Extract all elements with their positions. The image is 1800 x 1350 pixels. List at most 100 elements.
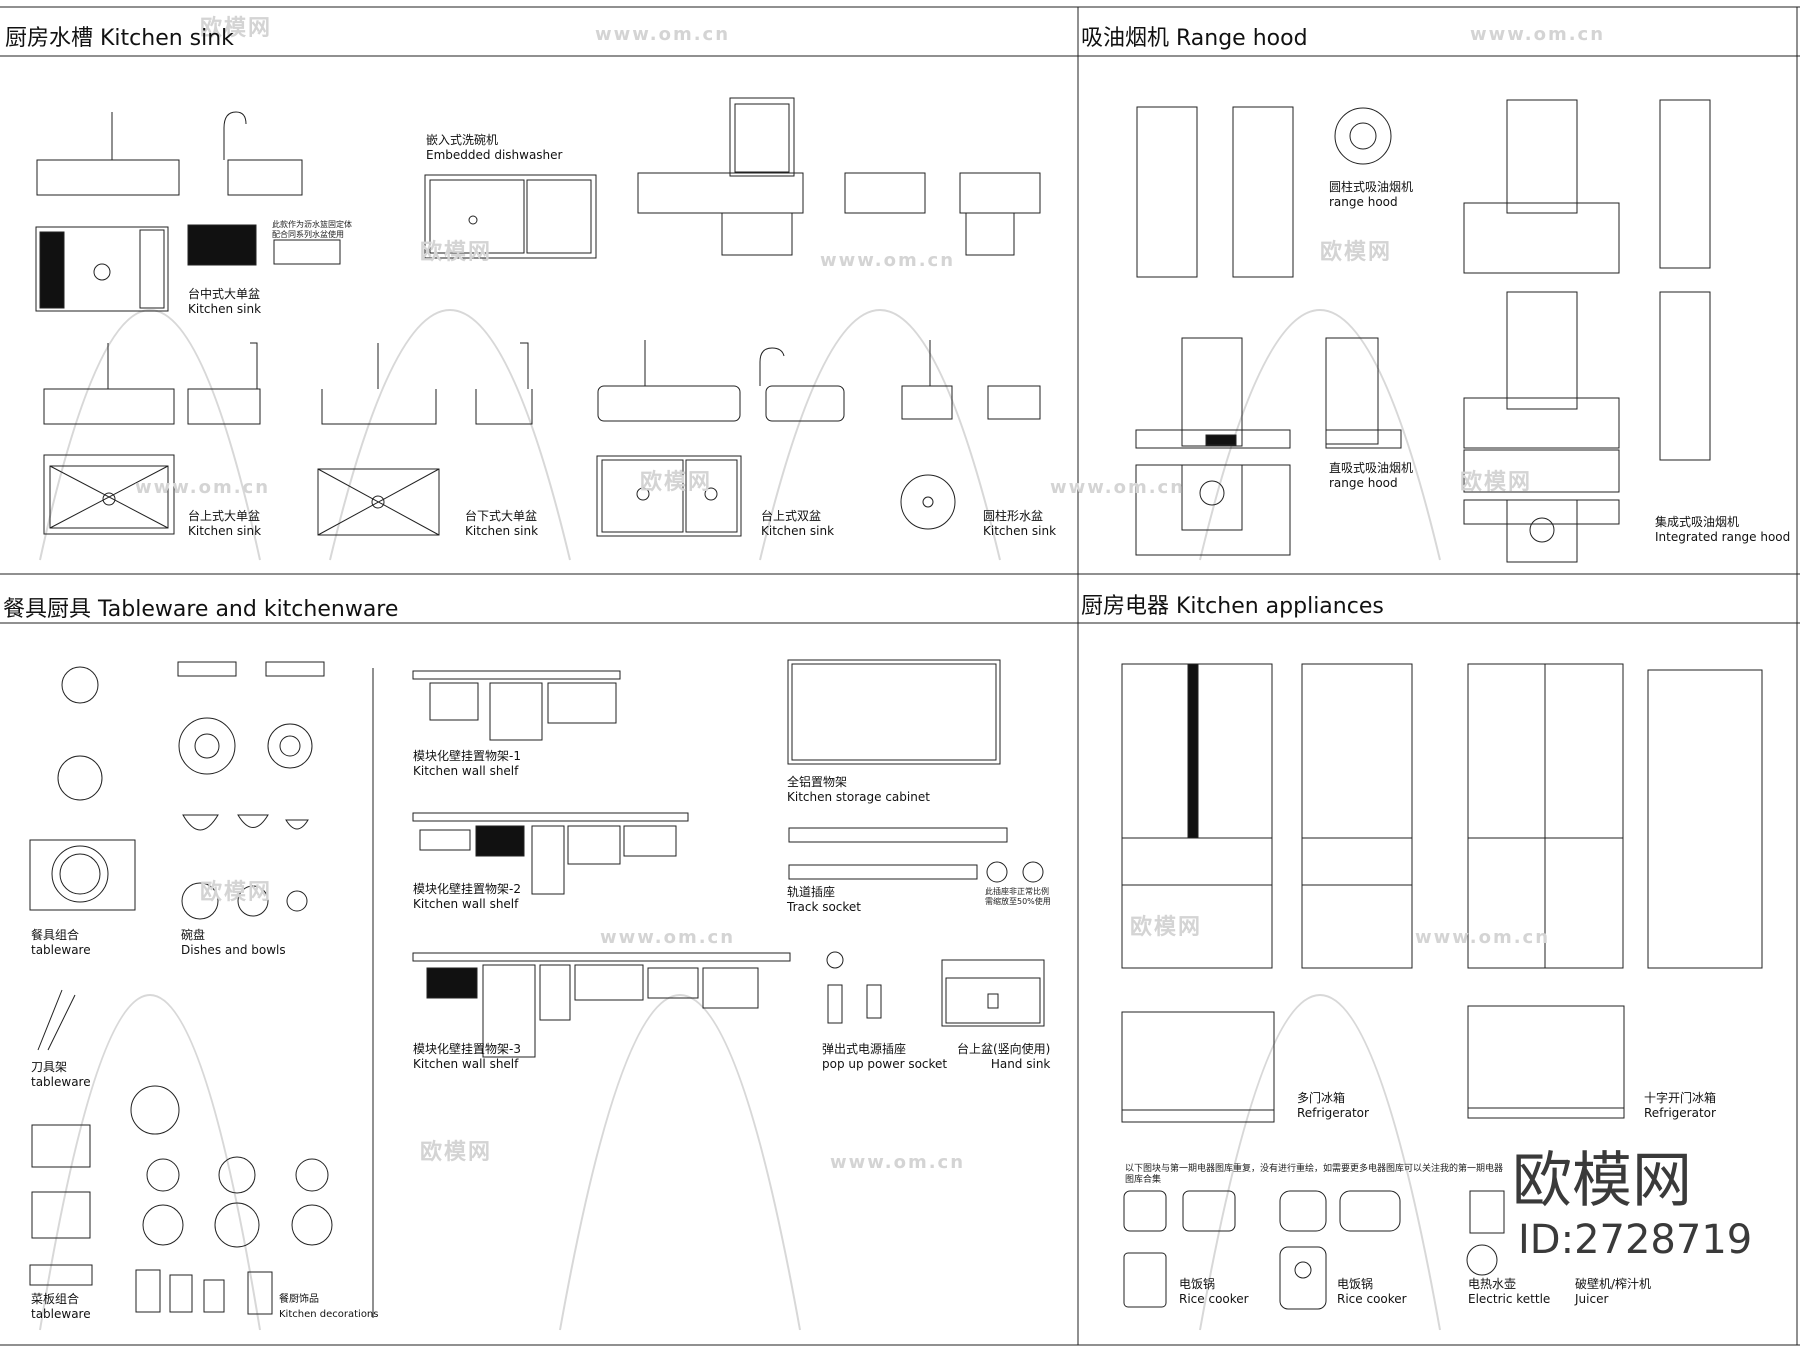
- label-en: Kitchen wall shelf: [413, 897, 519, 911]
- watermark-url: www.om.cn: [1415, 927, 1551, 948]
- label-en: Integrated range hood: [1655, 530, 1791, 544]
- tableware-drawings: [29, 659, 1045, 1315]
- label-en: Kitchen sink: [983, 524, 1057, 538]
- watermark-url: www.om.cn: [135, 477, 271, 498]
- range-hood-drawings: [1135, 99, 1711, 563]
- label-en: Kitchen sink: [761, 524, 835, 538]
- watermark-url: www.om.cn: [830, 1152, 966, 1173]
- label-cn: 电热水壶: [1468, 1277, 1517, 1291]
- watermark-id: ID:2728719: [1518, 1217, 1753, 1263]
- label-en: range hood: [1329, 195, 1398, 209]
- label-en: Kitchen wall shelf: [413, 1057, 519, 1071]
- label-en: tableware: [31, 1307, 91, 1321]
- label-cn: 模块化壁挂置物架-2: [413, 882, 521, 896]
- watermark-logo: 欧模网: [200, 16, 273, 41]
- watermark-url: www.om.cn: [820, 250, 956, 271]
- label-cn: 菜板组合: [31, 1292, 80, 1306]
- label-cn: 弹出式电源插座: [822, 1042, 907, 1056]
- label-cn: 圆柱形水盆: [983, 509, 1044, 523]
- section-title-kitchen-sink: 厨房水槽 Kitchen sink: [5, 26, 234, 51]
- label-en: Juicer: [1575, 1292, 1609, 1306]
- label-cn: 全铝置物架: [787, 775, 848, 789]
- label-cn: 嵌入式洗碗机: [426, 133, 499, 147]
- label-en: Hand sink: [990, 1057, 1051, 1071]
- label-en: Kitchen wall shelf: [413, 764, 519, 778]
- label-cn: 圆柱式吸油烟机: [1329, 180, 1414, 194]
- label-en: tableware: [31, 943, 91, 957]
- section-title-tableware: 餐具厨具 Tableware and kitchenware: [3, 597, 399, 622]
- watermark-url: www.om.cn: [600, 927, 736, 948]
- label-cn: 集成式吸油烟机: [1655, 515, 1740, 529]
- label-cn: 模块化壁挂置物架-1: [413, 749, 521, 763]
- drain-note: 此款作为沥水篮固定体配合同系列水盆使用: [272, 220, 352, 240]
- watermark-logo: 欧模网: [200, 880, 273, 905]
- label-en: pop up power socket: [822, 1057, 948, 1071]
- watermark-logo: 欧模网: [1130, 915, 1203, 940]
- watermark-logo: 欧模网: [1320, 240, 1393, 265]
- label-cn: 破壁机/榨汁机: [1575, 1277, 1652, 1291]
- label-cn: 轨道插座: [787, 885, 836, 899]
- label-tableware-12: 台上盆(竖向使用)Hand sink: [957, 1042, 1050, 1072]
- label-cn: 台上盆(竖向使用): [957, 1042, 1051, 1056]
- label-en: Refrigerator: [1297, 1106, 1369, 1120]
- label-cn: 台上式双盆: [761, 509, 822, 523]
- label-en: Rice cooker: [1337, 1292, 1407, 1306]
- label-en: Kitchen decorations: [279, 1309, 379, 1320]
- section-title-appliances: 厨房电器 Kitchen appliances: [1081, 594, 1384, 619]
- note-line: 此插座非正常比例: [985, 887, 1049, 896]
- label-en: Kitchen sink: [465, 524, 539, 538]
- sink-drawings: [35, 97, 1041, 537]
- watermark-logo-large: 欧模网: [1512, 1146, 1692, 1216]
- label-cn: 台下式大单盆: [465, 509, 538, 523]
- label-en: Rice cooker: [1179, 1292, 1249, 1306]
- frame-lines: [0, 6, 1800, 1346]
- label-en: Track socket: [787, 900, 862, 914]
- label-en: Dishes and bowls: [181, 943, 286, 957]
- label-cn: 直吸式吸油烟机: [1329, 461, 1414, 475]
- label-en: tableware: [31, 1075, 91, 1089]
- label-cn: 碗盘: [181, 928, 206, 942]
- label-en: Electric kettle: [1468, 1292, 1551, 1306]
- label-cn: 台中式大单盆: [188, 287, 261, 301]
- label-cn: 刀具架: [31, 1060, 68, 1074]
- label-cn: 电饭锅: [1337, 1277, 1374, 1291]
- label-en: Kitchen storage cabinet: [787, 790, 930, 804]
- label-cn: 餐具组合: [31, 928, 80, 942]
- note-line: 配合同系列水盆使用: [272, 230, 344, 239]
- watermark-url: www.om.cn: [595, 24, 731, 45]
- watermark-url: www.om.cn: [1050, 477, 1186, 498]
- appliance-note: 以下图块与第一期电器图库重复，没有进行重绘，如需要更多电器图库可以关注我的第一期…: [1125, 1164, 1504, 1185]
- label-cn: 多门冰箱: [1297, 1091, 1346, 1105]
- note-line: 此款作为沥水篮固定体: [272, 220, 352, 229]
- label-en: Refrigerator: [1644, 1106, 1716, 1120]
- label-cn: 台上式大单盆: [188, 509, 261, 523]
- label-cn: 十字开门冰箱: [1644, 1091, 1717, 1105]
- label-cn: 模块化壁挂置物架-3: [413, 1042, 521, 1056]
- section-title-range-hood: 吸油烟机 Range hood: [1081, 26, 1308, 51]
